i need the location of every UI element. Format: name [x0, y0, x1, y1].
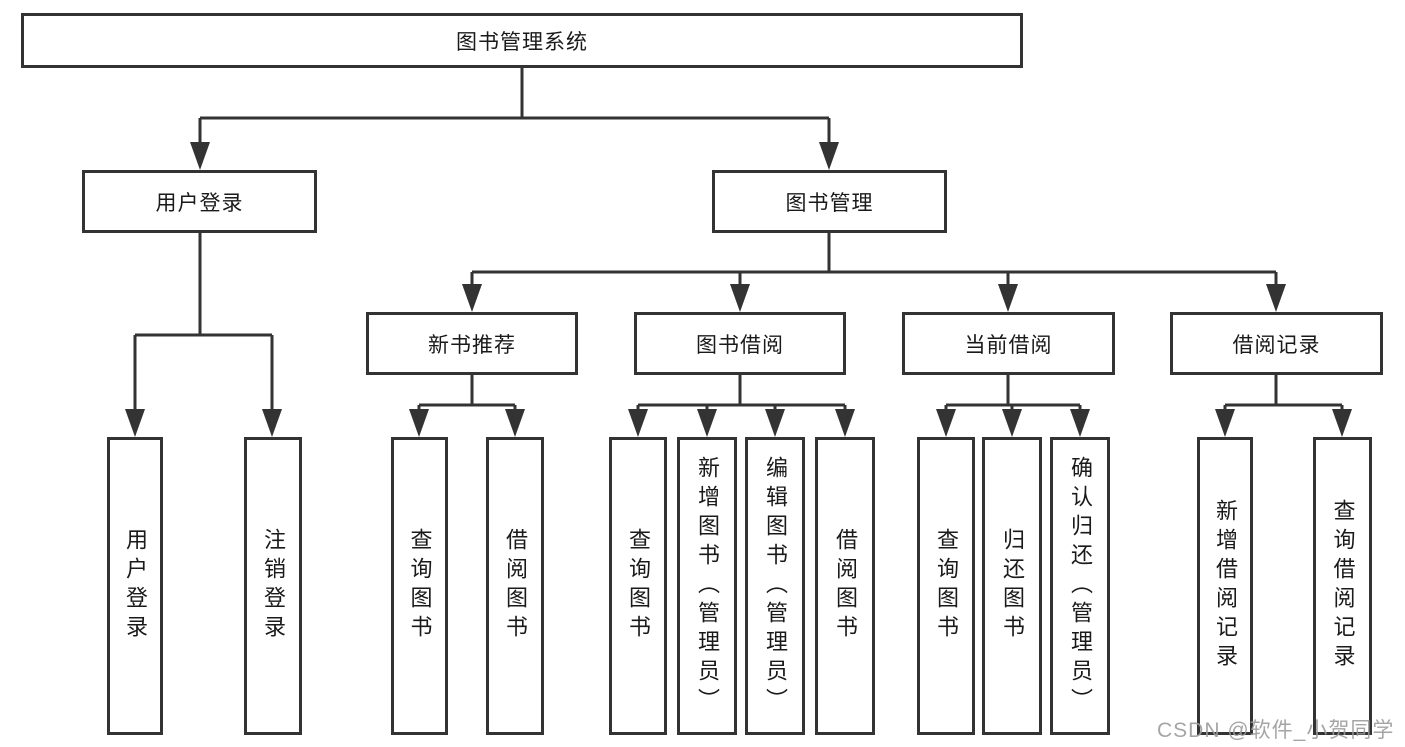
node-label: 新增借阅记录 — [1213, 499, 1238, 673]
node-label: 归还图书 — [1000, 528, 1025, 644]
leaf-borrow-books-recommend: 借阅图书 — [486, 437, 544, 735]
node-label: 查询图书 — [626, 528, 651, 644]
node-label: 图书管理系统 — [456, 30, 588, 54]
leaf-user-login: 用户登录 — [107, 437, 163, 735]
node-user-login: 用户登录 — [82, 170, 317, 233]
leaf-edit-book-admin: 编辑图书（管理员） — [745, 437, 805, 735]
node-label: 借阅图书 — [503, 528, 528, 644]
leaf-add-borrow-record: 新增借阅记录 — [1197, 437, 1253, 735]
leaf-logout: 注销登录 — [244, 437, 302, 735]
leaf-add-book-admin: 新增图书（管理员） — [677, 437, 737, 735]
node-library-management-system: 图书管理系统 — [21, 13, 1023, 68]
node-label: 查询图书 — [934, 528, 959, 644]
node-label: 用户登录 — [155, 191, 244, 215]
node-label: 查询图书 — [407, 528, 433, 644]
node-label: 借阅图书 — [833, 528, 858, 644]
node-label: 图书借阅 — [696, 333, 784, 357]
node-label: 新增图书（管理员） — [695, 455, 720, 717]
node-label: 编辑图书（管理员） — [763, 455, 788, 717]
node-label: 新书推荐 — [428, 333, 516, 357]
node-label: 查询借阅记录 — [1330, 499, 1356, 673]
node-new-book-recommend: 新书推荐 — [366, 312, 578, 375]
node-borrow-records: 借阅记录 — [1170, 312, 1383, 375]
node-label: 借阅记录 — [1232, 333, 1321, 357]
leaf-query-books-borrow: 查询图书 — [609, 437, 667, 735]
node-label: 图书管理 — [785, 191, 874, 215]
node-book-management: 图书管理 — [712, 170, 947, 233]
leaf-return-book: 归还图书 — [982, 437, 1042, 735]
node-label: 确认归还（管理员） — [1068, 455, 1093, 717]
node-label: 注销登录 — [261, 528, 286, 644]
node-book-borrow: 图书借阅 — [634, 312, 846, 375]
node-label: 用户登录 — [123, 528, 148, 644]
leaf-query-books-recommend: 查询图书 — [391, 437, 448, 735]
leaf-confirm-return-admin: 确认归还（管理员） — [1050, 437, 1110, 735]
leaf-query-borrow-record: 查询借阅记录 — [1313, 437, 1372, 735]
leaf-query-books-current: 查询图书 — [917, 437, 975, 735]
leaf-borrow-books: 借阅图书 — [815, 437, 875, 735]
node-current-borrow: 当前借阅 — [902, 312, 1115, 375]
node-label: 当前借阅 — [964, 333, 1053, 357]
